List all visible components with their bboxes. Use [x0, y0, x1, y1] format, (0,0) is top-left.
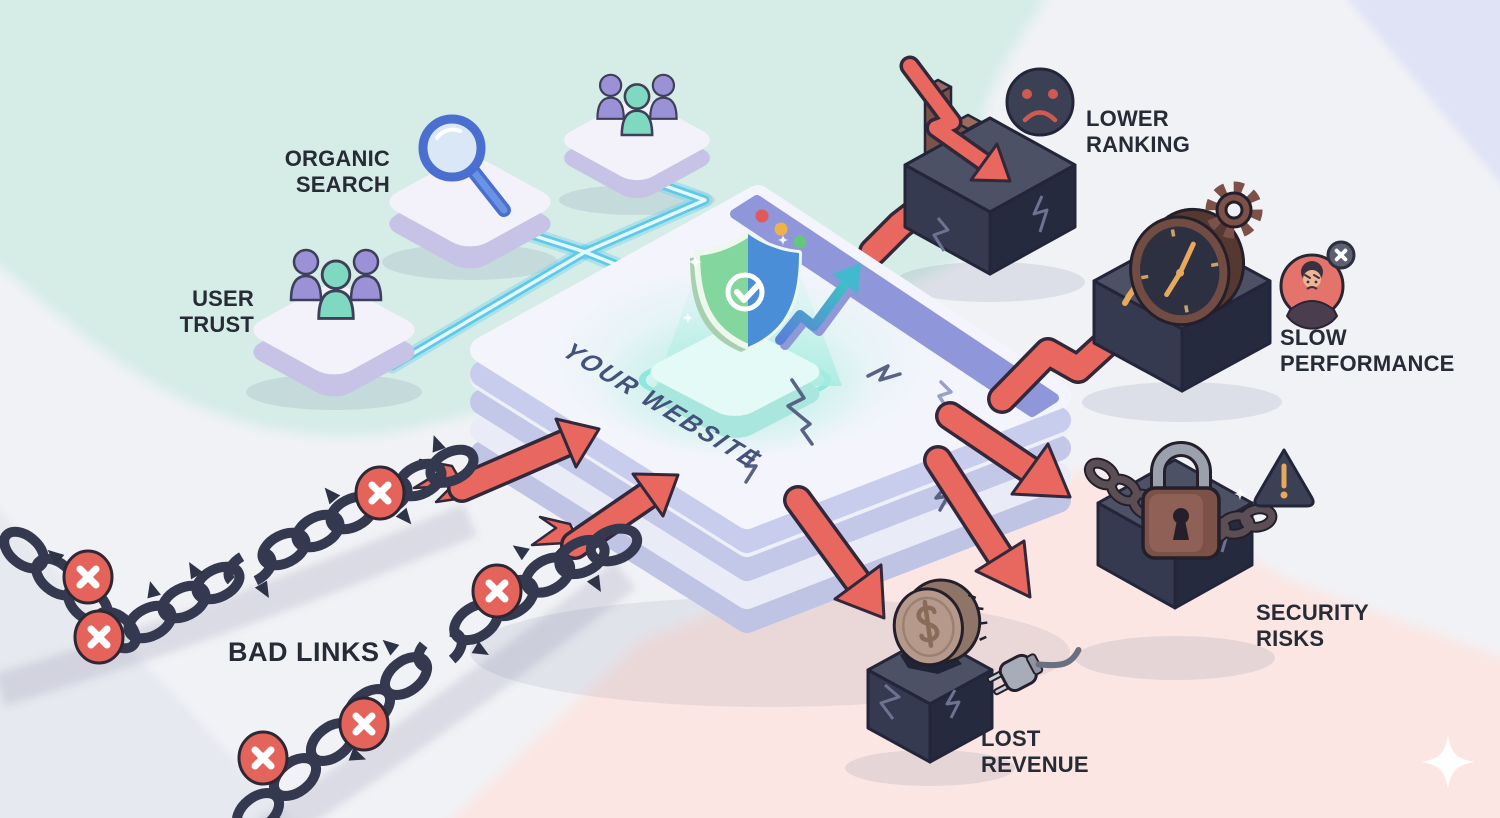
label-lower-ranking: LOWER RANKING — [1086, 106, 1191, 157]
chain-spikes — [47, 435, 601, 761]
spiked-chain-icon — [0, 435, 643, 818]
platform-user-trust — [253, 248, 415, 397]
growth-arrow-icon — [775, 263, 866, 350]
warning-triangle-icon — [1253, 448, 1315, 508]
label-organic-search: ORGANIC SEARCH — [284, 146, 390, 197]
platform-organic-search — [389, 114, 551, 269]
browser-dot-green — [793, 235, 807, 249]
label-bad-links: BAD LINKS — [228, 637, 380, 667]
magnifier-icon — [418, 114, 511, 217]
broken-link — [223, 546, 277, 590]
sad-face-icon — [1005, 67, 1075, 137]
coin-icon — [892, 578, 988, 667]
angry-user-avatar-icon — [1279, 240, 1356, 330]
arrowhead — [974, 539, 1032, 599]
gear-icon — [1205, 181, 1263, 239]
browser-dot-red — [755, 209, 769, 223]
label-security-risks: SECURITY RISKS — [1256, 600, 1369, 651]
platform-visitors — [564, 73, 710, 199]
x-badge-icon — [1326, 240, 1356, 270]
lower-ranking-block — [899, 55, 1077, 276]
arrowhead — [833, 563, 886, 620]
shield-check-icon — [682, 231, 802, 352]
clock-icon — [1129, 207, 1246, 327]
browser-dot-yellow — [774, 222, 788, 236]
browser-bar — [730, 195, 1059, 417]
arrowhead — [1010, 442, 1072, 499]
unplugged-plug-icon — [986, 646, 1082, 696]
down-trend-arrow-icon — [899, 55, 1012, 183]
lost-revenue-block — [866, 578, 1082, 764]
label-lost-revenue: LOST REVENUE — [981, 726, 1089, 777]
padlock-icon — [1141, 441, 1221, 560]
security-risks-block — [1083, 441, 1315, 610]
website-platform — [470, 185, 1071, 553]
slow-performance-block — [1092, 181, 1356, 393]
label-slow-performance: SLOW PERFORMANCE — [1280, 325, 1455, 376]
lavender-corner — [1348, 0, 1500, 183]
label-user-trust: USER TRUST — [179, 286, 254, 337]
x-badges — [62, 465, 523, 786]
crack-icon — [744, 364, 953, 512]
